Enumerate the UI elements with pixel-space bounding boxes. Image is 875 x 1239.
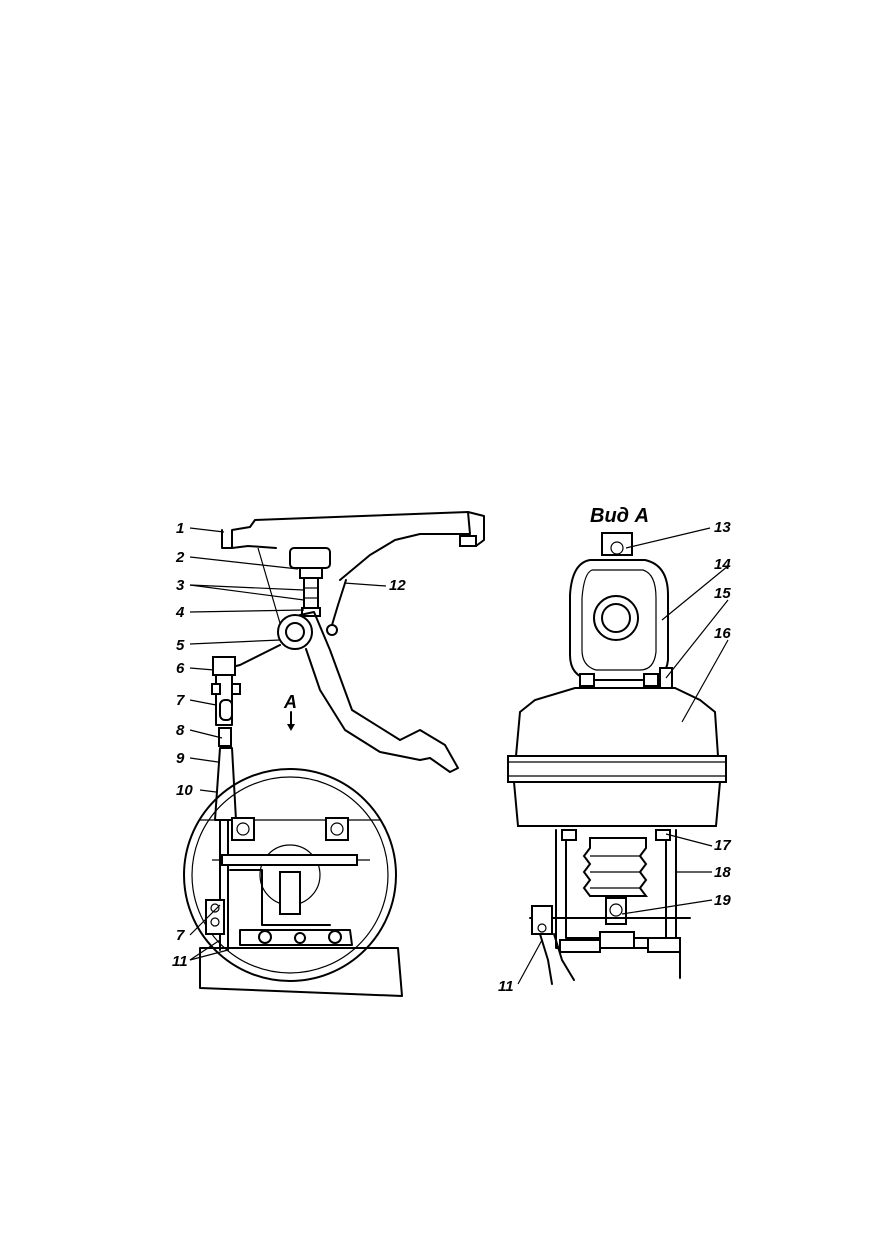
callout-14: 14 (714, 556, 731, 573)
callout-7-top: 7 (176, 692, 185, 709)
callout-16: 16 (714, 625, 731, 642)
callout-9: 9 (176, 750, 185, 767)
callout-5: 5 (176, 637, 185, 654)
callout-11-left: 11 (172, 953, 188, 970)
callout-4: 4 (175, 604, 185, 621)
callout-7-bottom: 7 (176, 927, 185, 944)
view-a-title: Вид А (590, 505, 649, 527)
callout-19: 19 (714, 892, 731, 909)
callout-2: 2 (175, 549, 185, 566)
callout-10: 10 (176, 782, 193, 799)
callout-12: 12 (389, 577, 406, 594)
callout-15: 15 (714, 585, 731, 602)
callout-17: 17 (714, 837, 731, 854)
callout-6: 6 (176, 660, 185, 677)
callout-18: 18 (714, 864, 731, 881)
callout-3: 3 (176, 577, 185, 594)
callout-1: 1 (176, 520, 184, 537)
callout-11-right: 11 (498, 978, 514, 995)
callout-8: 8 (176, 722, 185, 739)
callout-13: 13 (714, 519, 731, 536)
side-view: А (183, 511, 485, 997)
view-arrow-label: А (283, 692, 297, 712)
view-a (507, 527, 729, 985)
